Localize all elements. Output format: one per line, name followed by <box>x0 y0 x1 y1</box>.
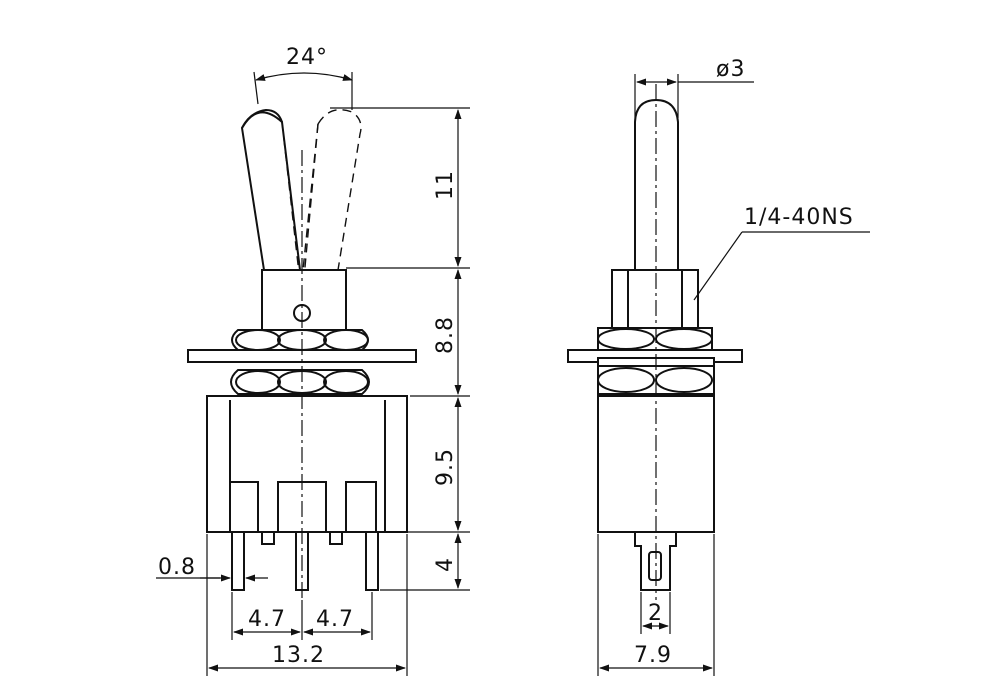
angle-dimension: 24° <box>253 45 353 110</box>
diameter-label: ø3 <box>716 57 745 82</box>
side-upper-nut <box>597 327 713 351</box>
terminal-thickness-label: 0.8 <box>158 555 196 580</box>
side-width-dimension: 7.9 <box>597 534 715 676</box>
front-terminals <box>231 531 379 591</box>
front-lever <box>240 108 302 271</box>
front-width-dimension: 13.2 <box>206 534 408 676</box>
side-lower-nut <box>597 365 715 395</box>
front-upper-nut <box>231 329 369 351</box>
diameter-dimension: ø3 <box>634 57 754 118</box>
front-width-label: 13.2 <box>272 643 325 668</box>
pitch-dimensions: 4.7 4.7 <box>231 592 373 640</box>
pitch-right-label: 4.7 <box>316 607 354 632</box>
bushing-height-label: 8.8 <box>433 316 458 354</box>
thread-callout: 1/4-40NS <box>693 205 870 301</box>
thread-spec-label: 1/4-40NS <box>744 205 854 230</box>
pitch-left-label: 4.7 <box>248 607 286 632</box>
front-lower-nut <box>230 369 370 395</box>
terminal-width-dimension: 2 <box>640 592 671 634</box>
lever-length-label: 11 <box>433 170 458 200</box>
front-lever-alternate <box>281 109 362 301</box>
terminal-length-label: 4 <box>433 557 458 572</box>
front-view: 24° 11 8.8 9.5 4 0.8 <box>156 45 470 676</box>
front-body <box>206 395 408 545</box>
terminal-width-label: 2 <box>648 601 663 626</box>
side-bushing <box>611 269 699 329</box>
side-terminal <box>634 531 677 591</box>
side-view: ø3 1/4-40NS 2 7.9 <box>567 57 870 676</box>
body-height-label: 9.5 <box>433 448 458 486</box>
angle-label: 24° <box>286 45 328 70</box>
height-dimensions: 11 8.8 9.5 4 <box>330 107 470 591</box>
terminal-thickness-dimension: 0.8 <box>156 555 268 582</box>
side-width-label: 7.9 <box>634 643 672 668</box>
